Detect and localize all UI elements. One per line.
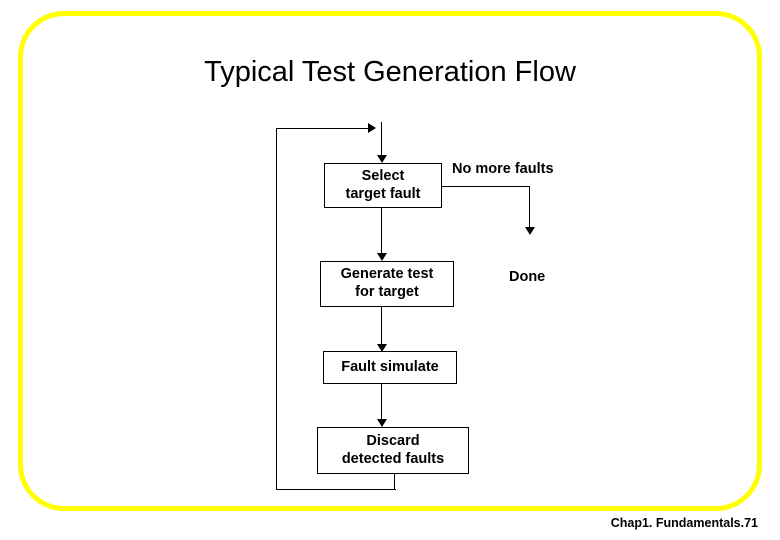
node-select-target-fault[interactable]: Select target fault (324, 163, 442, 208)
yellow-border-frame (18, 11, 762, 511)
entry-arrowhead (377, 155, 387, 163)
node-generate-test-for-target[interactable]: Generate test for target (320, 261, 454, 307)
feedback-top-segment (276, 128, 374, 129)
edge-faultsim-to-discard-arrowhead (377, 419, 387, 427)
node-fault-simulate-line1: Fault simulate (341, 358, 439, 375)
branch-no-more-faults-horizontal (441, 186, 530, 187)
node-fault-simulate[interactable]: Fault simulate (323, 351, 457, 384)
node-discard-line1: Discard (366, 432, 420, 449)
edge-discard-to-feedback (394, 474, 395, 490)
edge-select-to-generate-arrowhead (377, 253, 387, 261)
slide-footer: Chap1. Fundamentals.71 (610, 516, 758, 530)
node-generate-test-line2: for target (355, 284, 419, 300)
feedback-bottom-segment (276, 489, 396, 490)
node-discard-detected-faults[interactable]: Discard detected faults (317, 427, 469, 474)
node-generate-test-line1: Generate test (340, 266, 434, 283)
branch-no-more-faults-vertical (529, 186, 530, 230)
edge-faultsim-to-discard (381, 384, 382, 426)
feedback-arrowhead (368, 123, 376, 133)
edge-select-to-generate (381, 208, 382, 256)
edge-generate-to-faultsim-arrowhead (377, 344, 387, 352)
node-select-target-fault-line2: target fault (345, 185, 421, 202)
branch-no-more-faults-arrowhead (525, 227, 535, 235)
node-discard-line2: detected faults (341, 450, 445, 467)
node-select-target-fault-line1: Select (361, 167, 405, 184)
label-no-more-faults: No more faults (452, 161, 554, 177)
page-title: Typical Test Generation Flow (204, 56, 576, 88)
edge-generate-to-faultsim (381, 307, 382, 352)
feedback-left-segment (276, 128, 277, 490)
label-done: Done (509, 269, 546, 285)
entry-arrow-line (381, 122, 382, 160)
